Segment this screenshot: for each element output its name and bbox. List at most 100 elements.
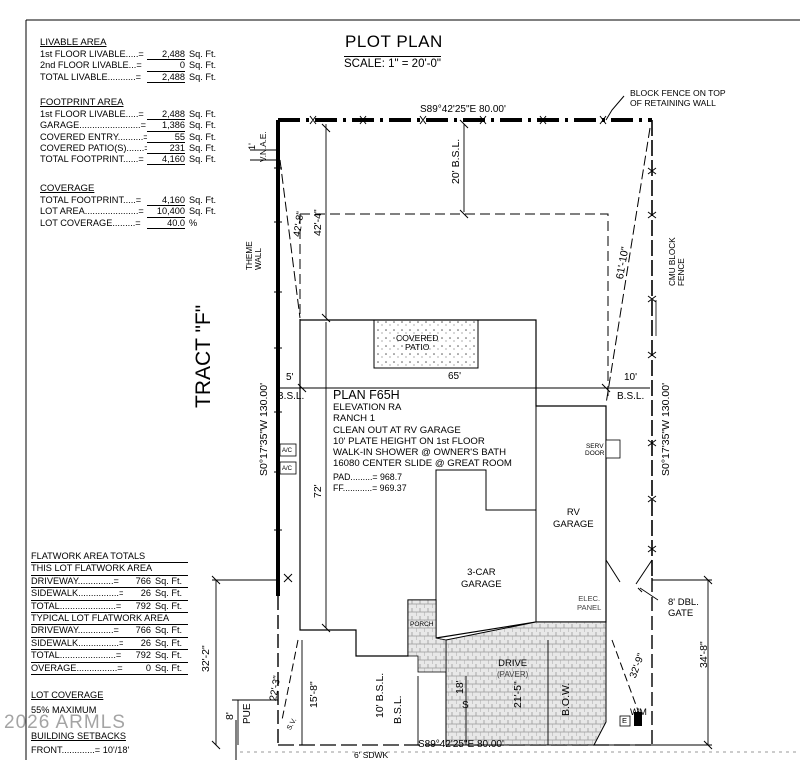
porch-label: PORCH xyxy=(410,621,434,628)
plan-info: PLAN F65H ELEVATION RA RANCH 1 CLEAN OUT… xyxy=(333,389,512,494)
double-gate-label: 8' DBL. GATE xyxy=(668,597,699,619)
three-car-garage-label: 3-CAR GARAGE xyxy=(461,567,502,590)
dim-10-label: 10' B.S.L. xyxy=(374,672,386,718)
plan-line: 10' PLATE HEIGHT ON 1st FLOOR xyxy=(333,435,485,447)
dimension-ticks xyxy=(211,119,713,750)
dim-8: 8' xyxy=(224,712,236,720)
lot-coverage-header: LOT COVERAGE xyxy=(31,690,104,700)
watermark: 2026 ARMLS xyxy=(4,712,126,733)
front-bsl-label: B.S.L. xyxy=(392,695,404,724)
livable-area-table: LIVABLE AREA 1st FLOOR LIVABLE.....=2,48… xyxy=(40,37,217,83)
serv-door-mark xyxy=(605,439,621,459)
vnae-label: V.N.A.E. xyxy=(259,131,268,162)
dim-21-5: 21'-5" xyxy=(512,681,524,708)
visibility-triangle-right xyxy=(611,639,641,717)
ac-label-2: A/C xyxy=(282,466,293,472)
top-bearing: S89°42'25"E 80.00' xyxy=(420,104,506,115)
this-lot-flatwork-header: THIS LOT FLATWORK AREA xyxy=(31,563,188,576)
rear-setback-dim: 20' B.S.L. xyxy=(450,138,462,184)
plan-line: 16080 CENTER SLIDE @ GREAT ROOM xyxy=(333,458,512,470)
dim-line-61-10 xyxy=(605,127,651,405)
e-label: E xyxy=(622,716,628,725)
plan-line: ELEVATION RA xyxy=(333,402,402,413)
dim-72: 72' xyxy=(312,484,324,498)
plot-plan-title: PLOT PLAN xyxy=(345,32,443,51)
right-bearing: S0°17'35"W 130.00' xyxy=(660,382,672,476)
ff-elevation: FF............= 969.37 xyxy=(333,483,407,494)
double-gate xyxy=(605,559,653,585)
electric-meter xyxy=(619,715,631,727)
bow-label: B.O.W. xyxy=(560,682,572,716)
wm-label: WM xyxy=(630,707,647,718)
dim-1-foot: 1' xyxy=(247,143,257,150)
front-setback: FRONT.............= 10'/18' xyxy=(31,745,130,755)
covered-patio xyxy=(373,319,479,369)
ac-label-1: A/C xyxy=(282,448,293,454)
dim-42-4: 42'-4" xyxy=(312,209,324,236)
tract-label: TRACT "F" xyxy=(192,304,215,408)
dim-15-8: 15'-8" xyxy=(308,681,320,708)
flatwork-totals-table: FLATWORK AREA TOTALS THIS LOT FLATWORK A… xyxy=(31,551,188,676)
drive-label: DRIVE (PAVER) xyxy=(497,658,529,679)
sewer-s: S xyxy=(462,700,469,711)
footprint-area-table: FOOTPRINT AREA 1st FLOOR LIVABLE.....=2,… xyxy=(40,97,217,166)
rv-garage-label: RV GARAGE xyxy=(553,507,594,530)
cmu-block-fence-label: CMU BLOCK FENCE xyxy=(668,237,686,286)
ac-unit-1 xyxy=(279,443,297,457)
fence-ticks xyxy=(274,115,657,583)
lot-coverage-max: 55% MAXIMUM xyxy=(31,705,97,715)
plan-line: CLEAN OUT AT RV GARAGE xyxy=(333,424,461,436)
typical-lot-flatwork-header: TYPICAL LOT FLATWORK AREA xyxy=(31,613,188,626)
rear-setback-line xyxy=(300,213,609,400)
paver-driveway xyxy=(445,621,607,746)
plan-name: PLAN F65H xyxy=(333,388,400,402)
dimension-lines xyxy=(212,124,712,746)
table-row: LOT COVERAGE.........=40.0% xyxy=(40,217,198,229)
dim-65: 65' xyxy=(448,371,462,382)
plan-line: WALK-IN SHOWER @ OWNER'S BATH xyxy=(333,447,507,459)
flatwork-header: FLATWORK AREA TOTALS xyxy=(31,551,188,564)
dim-right-10: 10' xyxy=(624,372,638,383)
bottom-bearing: S89°42'25"E 80.00' xyxy=(418,739,504,750)
coverage-header: COVERAGE xyxy=(40,183,95,194)
covered-patio-label: COVERED PATIO xyxy=(396,333,439,352)
building-setbacks-header: BUILDING SETBACKS xyxy=(31,731,126,741)
footprint-area-header: FOOTPRINT AREA xyxy=(40,97,124,108)
left-bearing: S0°17'35"W 130.00' xyxy=(258,382,270,476)
porch-pavers xyxy=(407,599,447,673)
visibility-triangle-left xyxy=(281,639,299,721)
dim-18: 18' xyxy=(454,680,466,694)
dim-left-5: 5' xyxy=(286,372,294,383)
livable-area-header: LIVABLE AREA xyxy=(40,37,107,48)
dim-line-42-8 xyxy=(279,159,301,319)
right-bsl: B.S.L. xyxy=(617,391,645,402)
dim-34-8: 34'-8" xyxy=(698,641,710,668)
theme-wall-label: THEME WALL xyxy=(245,241,263,270)
water-meter xyxy=(634,712,642,726)
pad-elevation: PAD.........= 968.7 xyxy=(333,471,403,482)
plan-line: RANCH 1 xyxy=(333,413,376,425)
block-fence-note: BLOCK FENCE ON TOP OF RETAINING WALL xyxy=(630,88,726,108)
serv-door-label: SERV DOOR xyxy=(585,443,605,457)
sidewalk-label: 6' SDWK xyxy=(354,750,389,760)
gate-leader xyxy=(639,587,659,601)
